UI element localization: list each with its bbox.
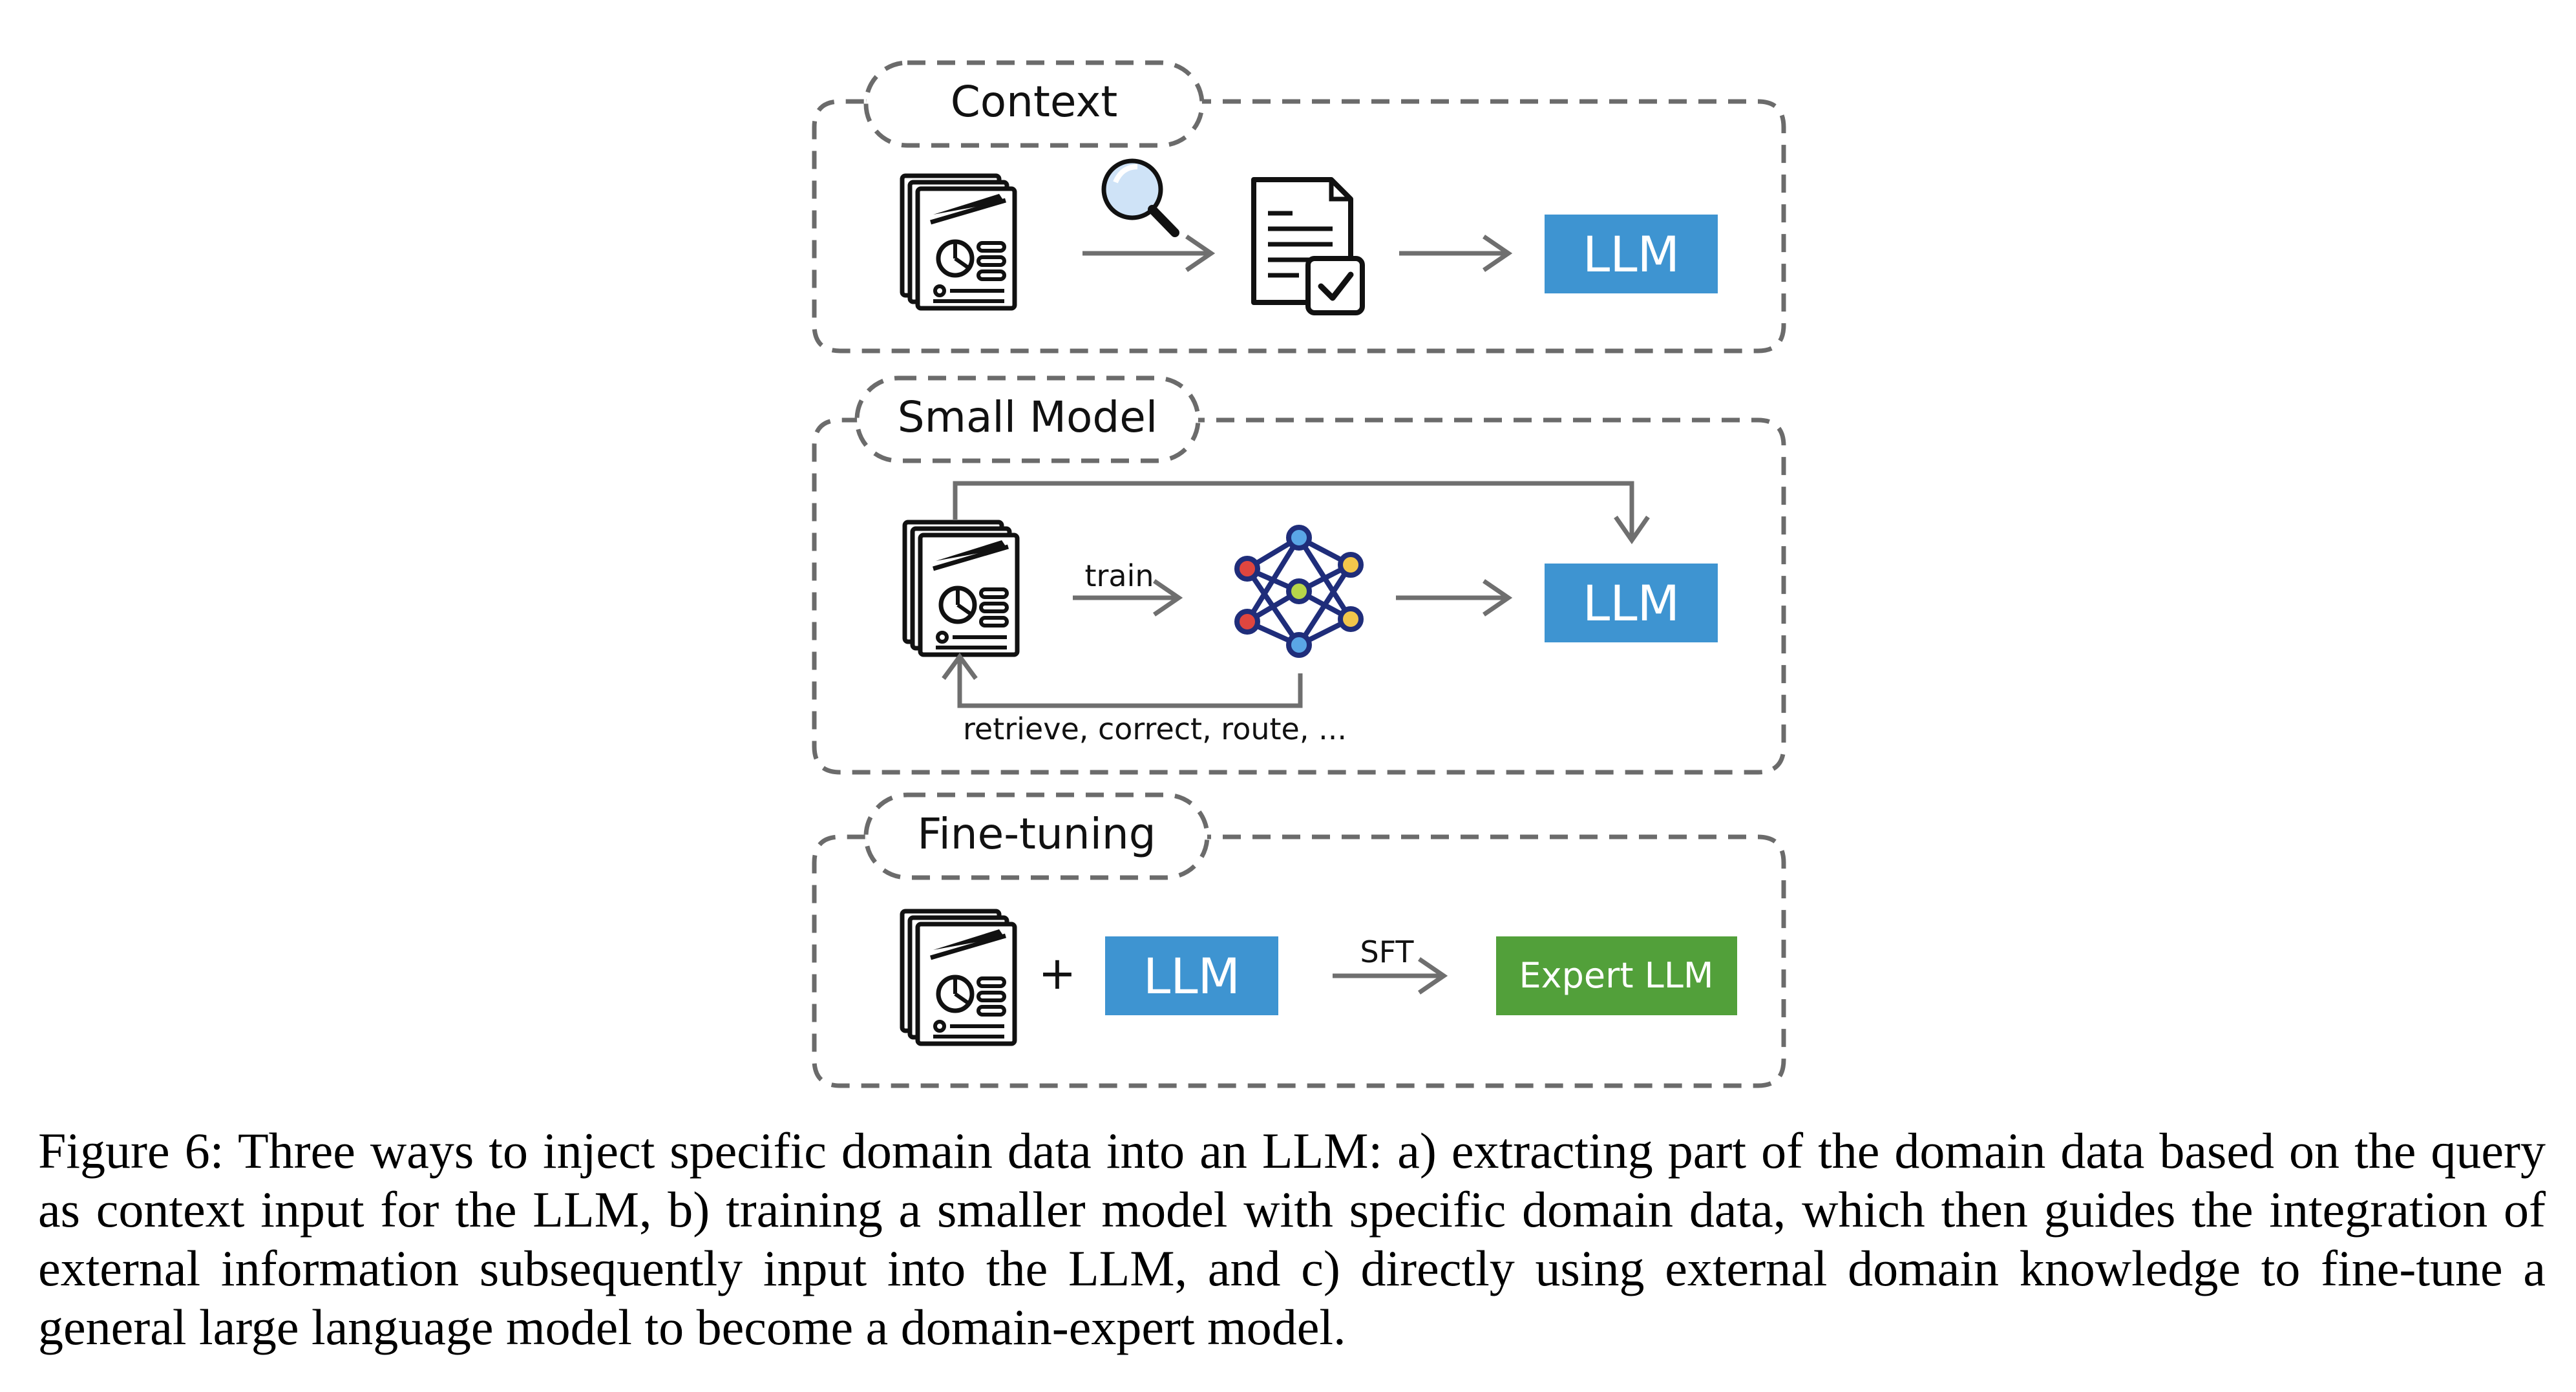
arrow-bypass [953,481,1634,536]
panel-fine-tuning: Fine-tuning + LLM SFT Expert LLM [812,792,1786,1088]
llm-box [1545,215,1718,293]
panel-context-title-pill [863,60,1205,148]
neural-network-icon [1234,525,1364,658]
panel-small-model: Small Model train [812,375,1786,775]
llm-label: LLM [1143,947,1240,1005]
arrow-feedback [957,660,1303,708]
panel-small-model-title: Small Model [898,392,1157,442]
expert-llm-label: Expert LLM [1519,955,1714,996]
panel-fine-tuning-title-pill [863,792,1210,880]
panel-small-model-title-pill [854,375,1201,463]
panel-fine-tuning-title: Fine-tuning [917,809,1156,859]
documents-icon [902,911,1015,1044]
expert-llm-box [1496,936,1737,1015]
train-label: train [1084,558,1154,593]
documents-icon [902,176,1015,308]
plus-sign: + [1039,947,1077,1000]
llm-label: LLM [1583,575,1680,632]
figure-caption: Figure 6: Three ways to inject specific … [38,1121,2546,1356]
documents-icon [905,522,1017,655]
llm-box [1545,564,1718,642]
sft-label: SFT [1360,934,1415,969]
figure-caption-text: Three ways to inject specific domain dat… [38,1123,2546,1355]
checked-document-icon [1251,177,1365,315]
search-icon [1101,158,1179,237]
panel-context: Context LLM [812,60,1786,353]
llm-box [1105,936,1278,1015]
llm-label: LLM [1583,226,1680,283]
panel-context-title: Context [951,77,1118,127]
figure-label: Figure 6: [38,1123,224,1179]
feedback-label: retrieve, correct, route, ... [963,712,1347,746]
panel-small-model-border [812,417,1786,775]
